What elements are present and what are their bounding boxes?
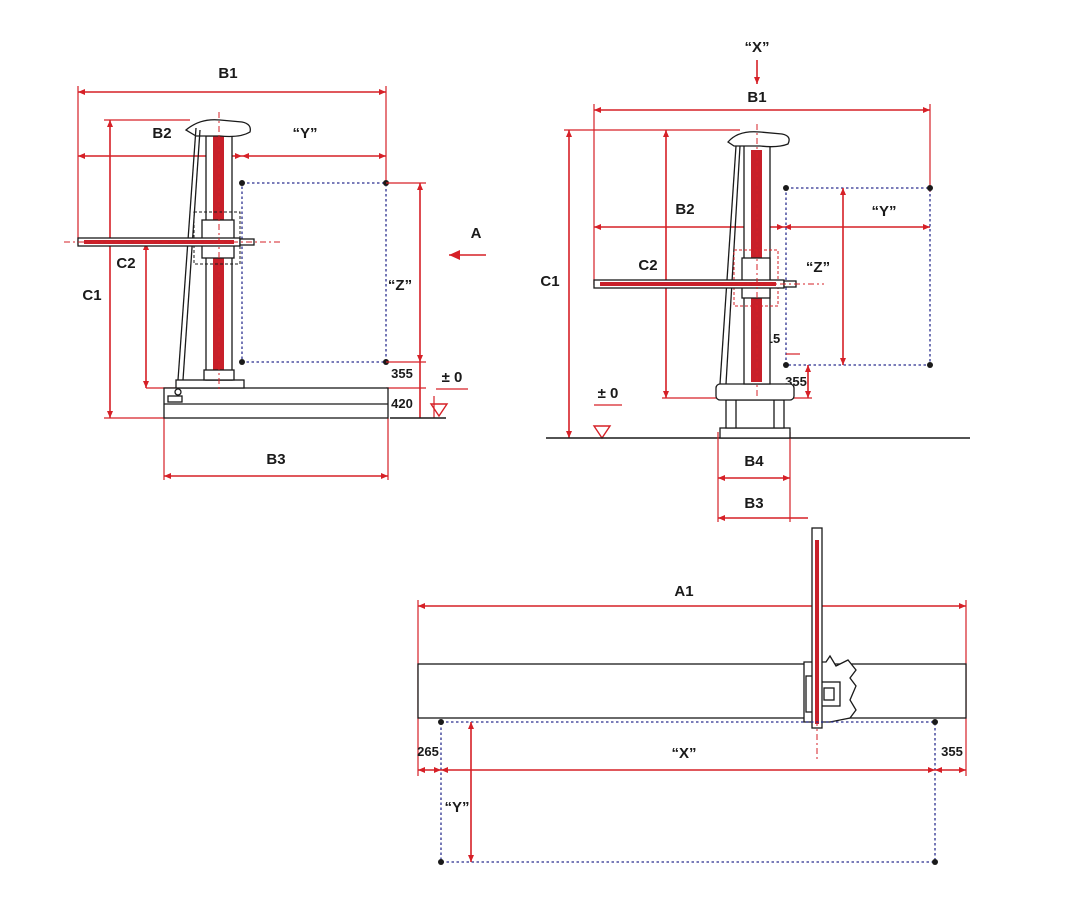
label-b3: B3 [744,495,763,512]
label-b2: B2 [152,125,171,142]
corner-dot [438,719,444,725]
label-420: 420 [391,396,413,411]
label-265: 265 [417,744,439,759]
label-c2: C2 [116,255,135,272]
cable-line [182,129,201,381]
pedestal-foot [719,427,791,439]
carriage [741,257,771,299]
label-b1: B1 [218,65,237,82]
corner-dot [239,180,245,186]
label-c2: C2 [638,257,657,274]
arm-rail [600,282,776,286]
label-b3: B3 [266,451,285,468]
level-triangle-icon [592,425,612,440]
column-cap [184,119,251,138]
work-envelope [241,182,387,363]
label-b4: B4 [744,453,764,470]
level-triangle-icon [429,403,449,418]
side-view: B1 B2 “Y” “Z” 355 420 A ± 0 [64,65,486,480]
label-x: “X” [671,745,696,762]
work-envelope [440,721,936,863]
label-a1: A1 [674,583,693,600]
carriage-block [823,687,835,701]
column-cap [727,131,790,148]
label-c1: C1 [540,273,559,290]
corner-dot [783,362,789,368]
label-b2: B2 [675,201,694,218]
corner-dot [932,859,938,865]
label-zero: ± 0 [598,385,619,402]
label-355: 355 [941,744,963,759]
label-c1: C1 [82,287,101,304]
label-355: 355 [391,366,413,381]
cable-line [725,145,741,385]
base-detail [167,395,183,403]
arm-rail [815,540,819,724]
pedestal-top [715,383,795,401]
carriage-outline [733,249,779,307]
top-view: A1 265 “X” 355 “Y” [417,527,967,865]
label-y: “Y” [444,799,469,816]
work-envelope [785,187,931,366]
corner-dot [927,185,933,191]
corner-dot [783,185,789,191]
pedestal [725,399,785,429]
base-detail [174,388,182,396]
cable-line [719,145,737,385]
label-b1: B1 [747,89,766,106]
corner-dot [239,359,245,365]
track [417,663,967,719]
label-z: “Z” [388,277,412,294]
corner-dot [438,859,444,865]
label-zero: ± 0 [442,369,463,386]
corner-dot [927,362,933,368]
machine-base [163,387,389,419]
corner-dot [932,719,938,725]
label-a: A [471,225,482,242]
label-y: “Y” [871,203,896,220]
label-y: “Y” [292,125,317,142]
cable-line [177,127,197,381]
label-z: “Z” [806,259,830,276]
label-x-top: “X” [744,39,769,56]
front-view: “X” B1 C1 C2 B2 “Y” “Z” 15 [540,39,970,522]
column-foot [175,379,245,389]
